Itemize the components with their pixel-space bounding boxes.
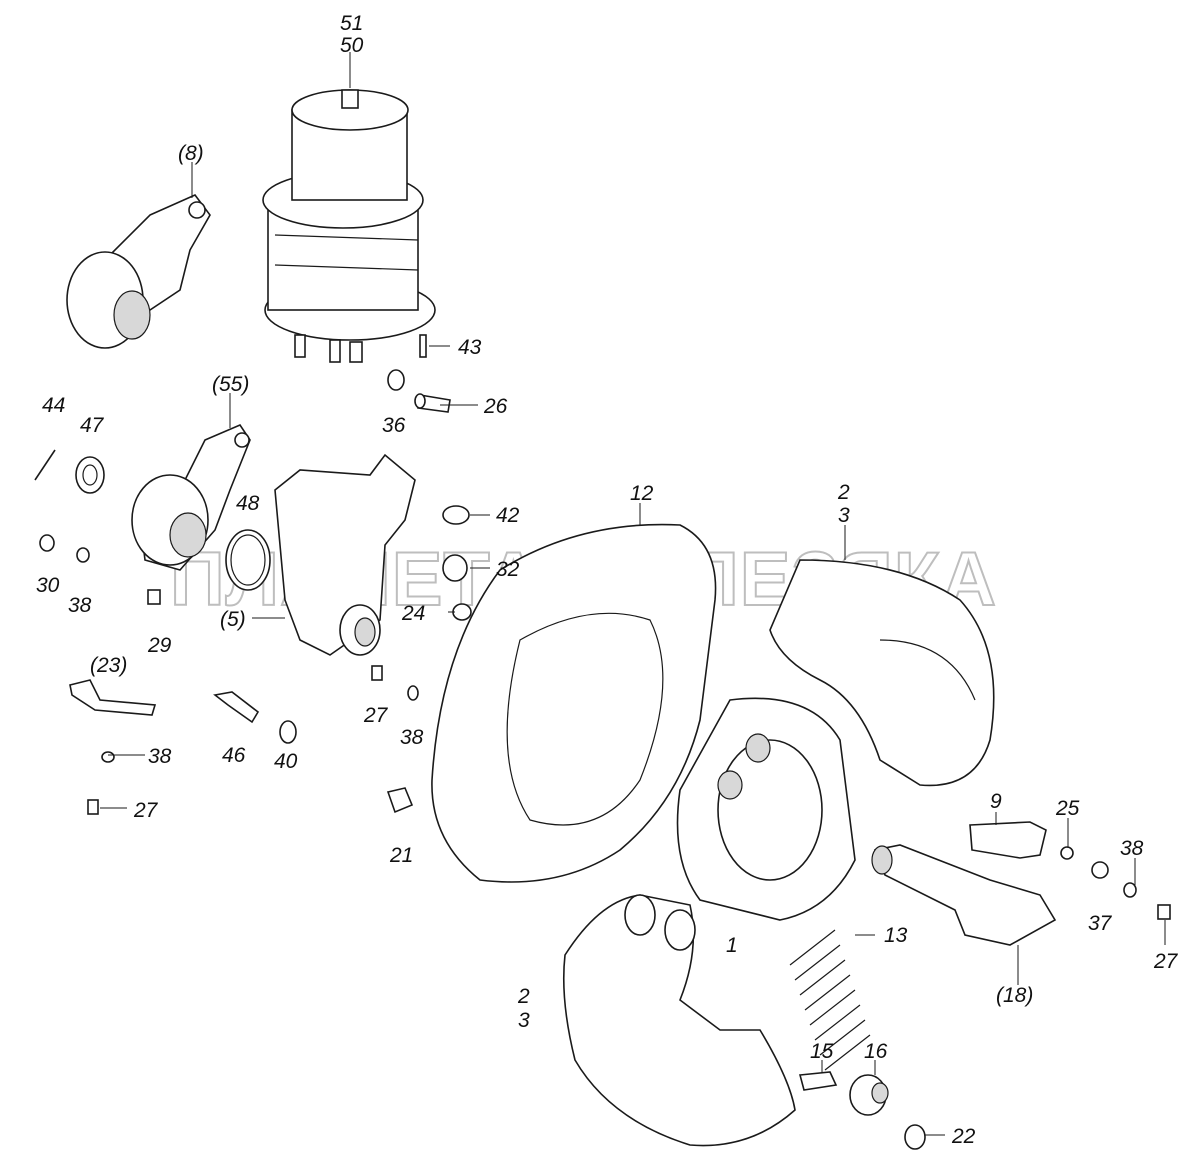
bolt-27-a [371, 665, 383, 681]
label-27-b: 27 [133, 799, 159, 822]
label-38-d: 38 [1120, 837, 1144, 860]
ring-22 [904, 1124, 926, 1150]
dust-shield-12 [431, 523, 717, 883]
clip-21 [386, 787, 414, 814]
bracket-23 [69, 679, 157, 716]
label-46: 46 [222, 744, 246, 767]
label-2-lower: 2 [517, 985, 530, 1008]
nut-38-b [407, 685, 419, 701]
leader-lines [100, 52, 1166, 1136]
label-29: 29 [147, 634, 172, 657]
label-9: 9 [990, 790, 1002, 813]
label-24: 24 [401, 602, 425, 625]
bracket-5 [274, 453, 416, 656]
label-8: (8) [178, 142, 204, 165]
ring-48 [225, 529, 271, 591]
label-16: 16 [864, 1040, 888, 1063]
label-21: 21 [389, 844, 413, 867]
label-22: 22 [951, 1125, 976, 1148]
washer-40 [279, 720, 297, 744]
label-27-c: 27 [1153, 950, 1179, 973]
pin-43 [419, 334, 427, 358]
label-38-a: 38 [68, 594, 92, 617]
pin-9 [969, 821, 1047, 859]
camshaft-18 [871, 844, 1057, 946]
label-13: 13 [884, 924, 908, 947]
brake-shoe-lower [562, 894, 796, 1147]
label-51: 51 [340, 12, 363, 35]
pin-15 [798, 1071, 838, 1091]
label-27-a: 27 [363, 704, 389, 727]
label-32: 32 [496, 558, 520, 581]
washer-47 [75, 456, 105, 494]
label-37: 37 [1088, 912, 1113, 935]
bolt-29 [147, 589, 161, 605]
label-36: 36 [382, 414, 406, 437]
label-15: 15 [810, 1040, 834, 1063]
label-40: 40 [274, 750, 298, 773]
label-3-upper: 3 [838, 504, 850, 527]
label-47: 47 [80, 414, 105, 437]
nut-38-a [76, 547, 90, 563]
nut-32 [442, 554, 468, 582]
pin-26 [414, 393, 451, 413]
part-labels: 51 50 (8) 43 36 26 (55) 44 47 48 42 32 2… [36, 12, 1179, 1148]
bolt-27-c [1157, 904, 1171, 920]
cotter-pin-44 [34, 449, 56, 481]
nut-38-d [1123, 882, 1137, 898]
label-30: 30 [36, 574, 60, 597]
spring-13 [789, 929, 871, 1071]
label-26: 26 [483, 395, 508, 418]
slack-adjuster-55 [131, 424, 251, 571]
washer-37 [1091, 861, 1109, 879]
bolt-27-b [87, 799, 99, 815]
bolt-46 [213, 691, 260, 724]
brake-shoe-upper [769, 559, 995, 787]
label-3-lower: 3 [518, 1009, 530, 1032]
label-12: 12 [630, 482, 654, 505]
bolt-24 [452, 603, 472, 621]
label-38-c: 38 [148, 745, 172, 768]
label-5: (5) [220, 608, 246, 631]
slack-adjuster-8 [66, 194, 211, 349]
label-42: 42 [496, 504, 520, 527]
washer-36 [387, 369, 405, 391]
nut-30 [39, 534, 55, 552]
label-25: 25 [1055, 797, 1080, 820]
brake-spider-1 [676, 697, 856, 921]
label-18: (18) [996, 984, 1033, 1007]
brake-chamber [262, 89, 436, 363]
label-50: 50 [340, 34, 364, 57]
label-38-b: 38 [400, 726, 424, 749]
label-23: (23) [90, 654, 127, 677]
label-48: 48 [236, 492, 260, 515]
label-44: 44 [42, 394, 65, 417]
nut-25 [1060, 846, 1074, 860]
label-43: 43 [458, 336, 482, 359]
washer-42 [442, 505, 470, 525]
label-1: 1 [726, 934, 738, 957]
nut-38-c [101, 751, 115, 763]
label-2-upper: 2 [837, 481, 850, 504]
label-55: (55) [212, 373, 249, 396]
roller-16 [849, 1074, 889, 1116]
